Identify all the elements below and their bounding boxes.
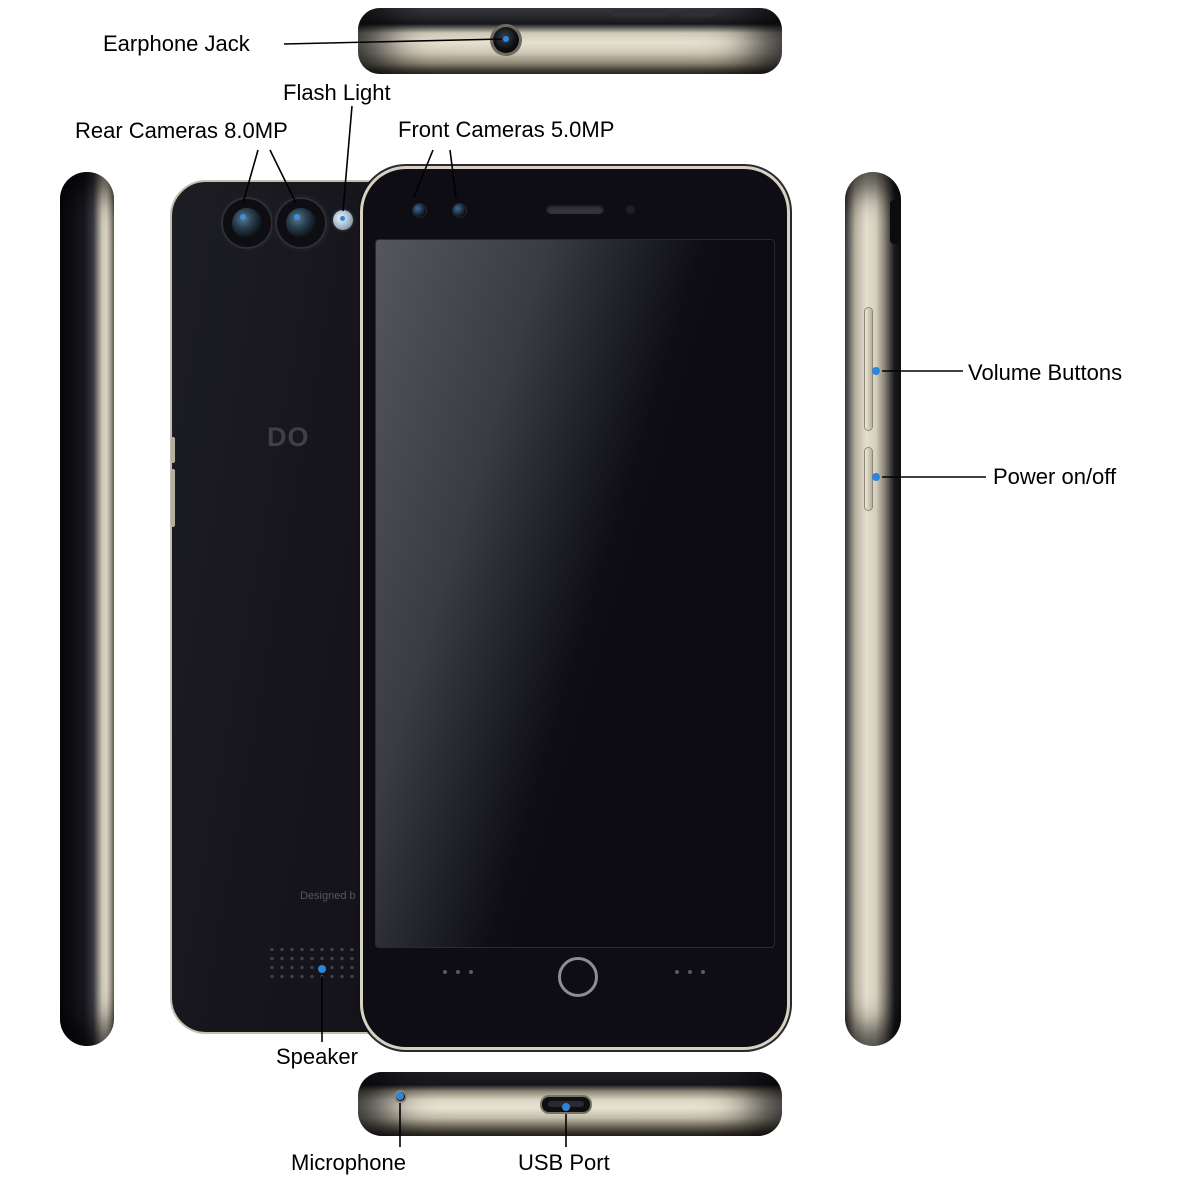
rear-camera-lens-2-glass [286, 208, 316, 238]
phone-top-edge-view [358, 8, 782, 74]
rear-camera-lens-1-glass [232, 208, 262, 238]
power-label: Power on/off [993, 464, 1117, 489]
microphone-hole [396, 1092, 405, 1101]
power-button [865, 448, 872, 510]
earpiece-speaker-slot [546, 204, 604, 214]
designed-by-text: Designed b [300, 890, 356, 902]
speaker-grille [267, 945, 369, 983]
nav-menu-dots-right [675, 970, 705, 974]
flash-light-glint [340, 216, 345, 221]
flash-light-led [333, 210, 353, 230]
usb-port-socket [542, 1097, 590, 1112]
earphone-jack-glint [503, 36, 509, 42]
volume-rocker-button [865, 308, 872, 430]
front-camera-2 [452, 203, 467, 218]
camera-bump-profile [890, 200, 899, 244]
back-rim-volume-button [171, 437, 175, 463]
phone-right-edge-view [845, 172, 901, 1046]
volume-buttons-label: Volume Buttons [968, 360, 1123, 385]
dot [701, 970, 705, 974]
rear-camera-lens-2-glint [294, 214, 300, 220]
earphone-jack-label: Earphone Jack [103, 31, 250, 56]
proximity-sensor [626, 205, 635, 214]
back-rim-power-button [171, 469, 175, 527]
phone-bottom-edge-view [358, 1072, 782, 1136]
flash-light-label: Flash Light [283, 80, 391, 105]
brand-logo-text: DO [267, 422, 310, 452]
front-cameras-label: Front Cameras 5.0MP [398, 117, 615, 142]
dot [688, 970, 692, 974]
dot [675, 970, 679, 974]
earphone-jack-hole [493, 27, 519, 53]
usb-port-label: USB Port [518, 1150, 610, 1175]
front-camera-1 [412, 203, 427, 218]
dot [443, 970, 447, 974]
rear-camera-lens-2 [275, 197, 327, 249]
phone-left-edge-view [60, 172, 114, 1046]
rear-camera-lens-1-glint [240, 214, 246, 220]
top-volume-button-profile [612, 10, 668, 17]
rear-cameras-label: Rear Cameras 8.0MP [75, 118, 288, 143]
home-button [558, 957, 598, 997]
phone-front-view [360, 166, 790, 1050]
nav-menu-dots-left [443, 970, 473, 974]
rear-camera-lens-1 [221, 197, 273, 249]
dot [456, 970, 460, 974]
microphone-label: Microphone [291, 1150, 406, 1175]
usb-port-slot [548, 1101, 584, 1107]
dot [469, 970, 473, 974]
speaker-label: Speaker [276, 1044, 358, 1069]
phone-screen [375, 239, 775, 948]
top-power-button-profile [680, 10, 715, 17]
